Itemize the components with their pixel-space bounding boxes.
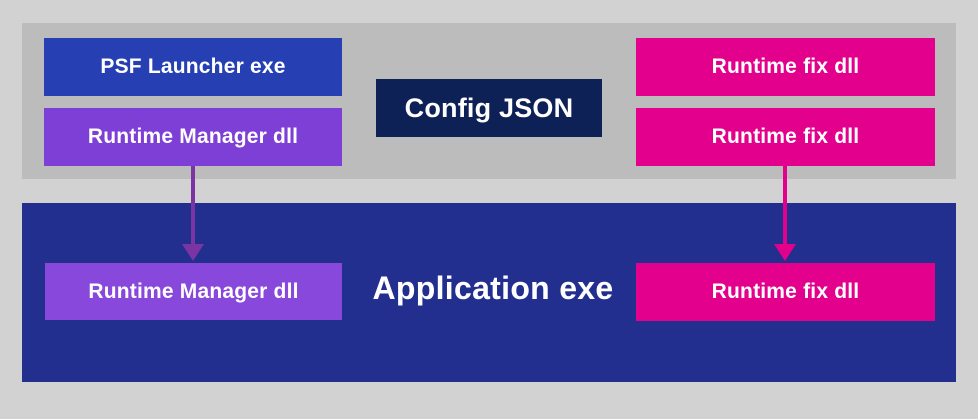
config-json-label: Config JSON <box>404 92 574 123</box>
runtime-fix-injected-box: Runtime fix dll <box>636 263 935 321</box>
runtime-manager-injected-box: Runtime Manager dll <box>45 263 342 320</box>
runtime-fix-box-1: Runtime fix dll <box>636 38 935 96</box>
arrow-runtime-manager-head-icon <box>182 244 204 261</box>
arrow-runtime-manager-shaft <box>191 166 195 244</box>
runtime-fix-label-1: Runtime fix dll <box>711 55 860 78</box>
runtime-fix-label-2: Runtime fix dll <box>711 125 860 148</box>
config-json-box: Config JSON <box>376 79 602 137</box>
application-exe-label: Application exe <box>372 270 614 306</box>
arrow-runtime-fix-head-icon <box>774 244 796 261</box>
psf-launcher-box: PSF Launcher exe <box>44 38 342 96</box>
runtime-fix-injected-label: Runtime fix dll <box>711 280 860 303</box>
runtime-manager-box: Runtime Manager dll <box>44 108 342 166</box>
runtime-manager-injected-label: Runtime Manager dll <box>88 279 299 303</box>
psf-launcher-label: PSF Launcher exe <box>100 55 286 78</box>
runtime-fix-box-2: Runtime fix dll <box>636 108 935 166</box>
arrow-runtime-fix-shaft <box>783 166 787 244</box>
runtime-manager-label: Runtime Manager dll <box>87 125 299 148</box>
